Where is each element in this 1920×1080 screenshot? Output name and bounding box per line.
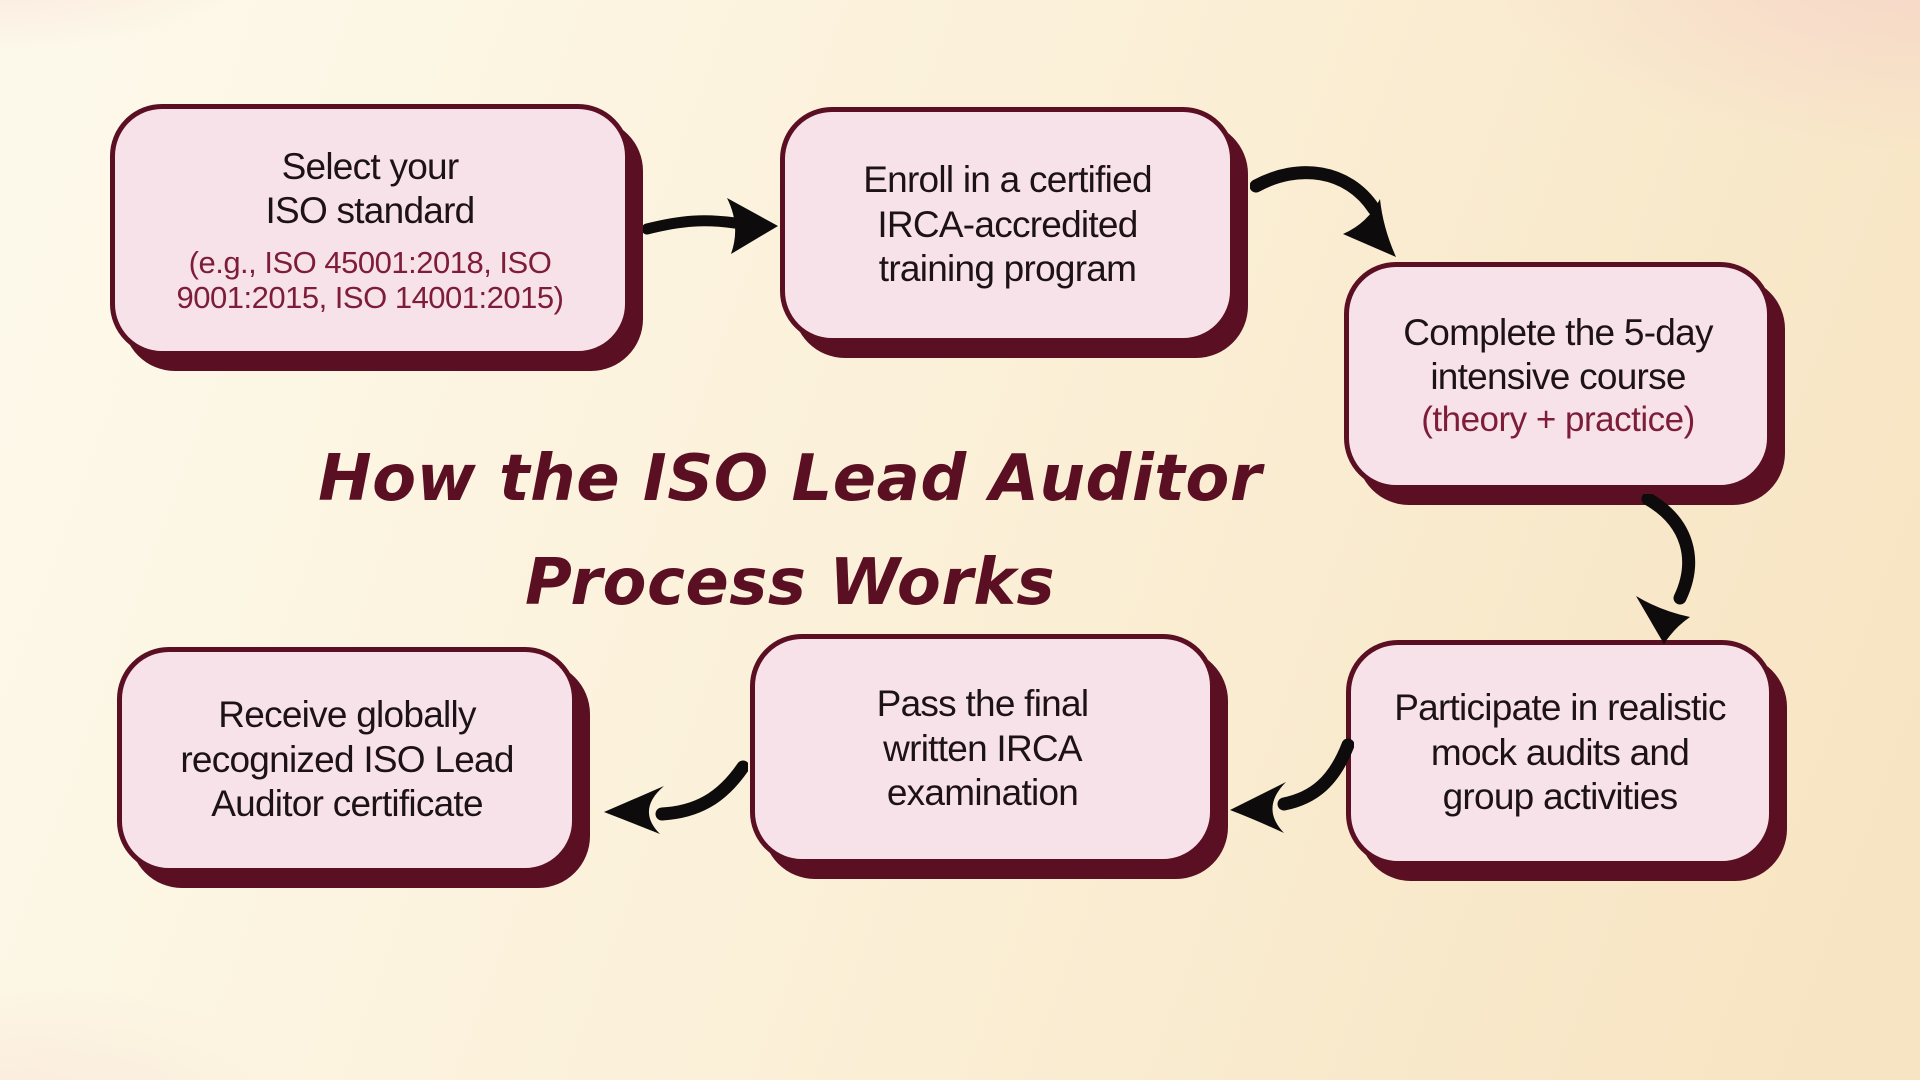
arrow-select-to-enroll-icon	[643, 198, 778, 254]
step-text-line: Receive globally	[218, 694, 476, 736]
step-text-line: Enroll in a certified	[863, 159, 1152, 201]
arrow-course-to-audits-icon	[1636, 494, 1696, 644]
page-title-line: How the ISO Lead Auditor	[318, 442, 1262, 516]
step-box-enroll-training: Enroll in a certified IRCA-accredited tr…	[780, 107, 1235, 343]
step-subtext: (theory + practice)	[1421, 399, 1695, 441]
step-text-line: examination	[886, 772, 1079, 814]
step-text-line: intensive course	[1430, 356, 1686, 397]
step-subtext-line: 9001:2015, ISO 14001:2015)	[176, 280, 564, 316]
step-box-final-exam: Pass the final written IRCA examination	[750, 634, 1215, 864]
step-text-line: Pass the final	[876, 683, 1089, 725]
step-text-line: group activities	[1442, 776, 1679, 818]
step-text-line: written IRCA	[883, 727, 1082, 769]
arrow-audits-to-exam-icon	[1230, 738, 1354, 833]
step-text-line: Select your	[281, 145, 460, 187]
arrow-enroll-to-course-icon	[1250, 166, 1396, 257]
step-text-line: IRCA-accredited	[877, 203, 1138, 245]
step-subtext-line: (theory + practice)	[1421, 400, 1695, 440]
step-text-line: recognized ISO Lead	[180, 738, 514, 780]
step-subtext-line: (e.g., ISO 45001:2018, ISO	[188, 245, 552, 281]
step-text-line: training program	[878, 248, 1137, 290]
step-text-line: Auditor certificate	[211, 783, 483, 825]
step-text-line: Complete the 5-day	[1403, 311, 1713, 353]
step-text-line: Participate in realistic	[1394, 687, 1726, 729]
page-title-line: Process Works	[524, 545, 1056, 620]
step-text-line: mock audits and	[1430, 731, 1690, 773]
step-box-certificate: Receive globally recognized ISO Lead Aud…	[117, 647, 577, 873]
step-text-line: ISO standard	[265, 189, 475, 231]
step-subtext: (e.g., ISO 45001:2018, ISO 9001:2015, IS…	[177, 245, 564, 315]
step-box-complete-course: Complete the 5-day intensive course (the…	[1344, 262, 1772, 490]
page-title: How the ISO Lead Auditor Process Works	[240, 428, 1340, 635]
arrow-exam-to-certificate-icon	[604, 760, 748, 834]
step-box-select-iso-standard: Select your ISO standard (e.g., ISO 4500…	[110, 104, 630, 356]
step-box-mock-audits: Participate in realistic mock audits and…	[1346, 640, 1774, 866]
